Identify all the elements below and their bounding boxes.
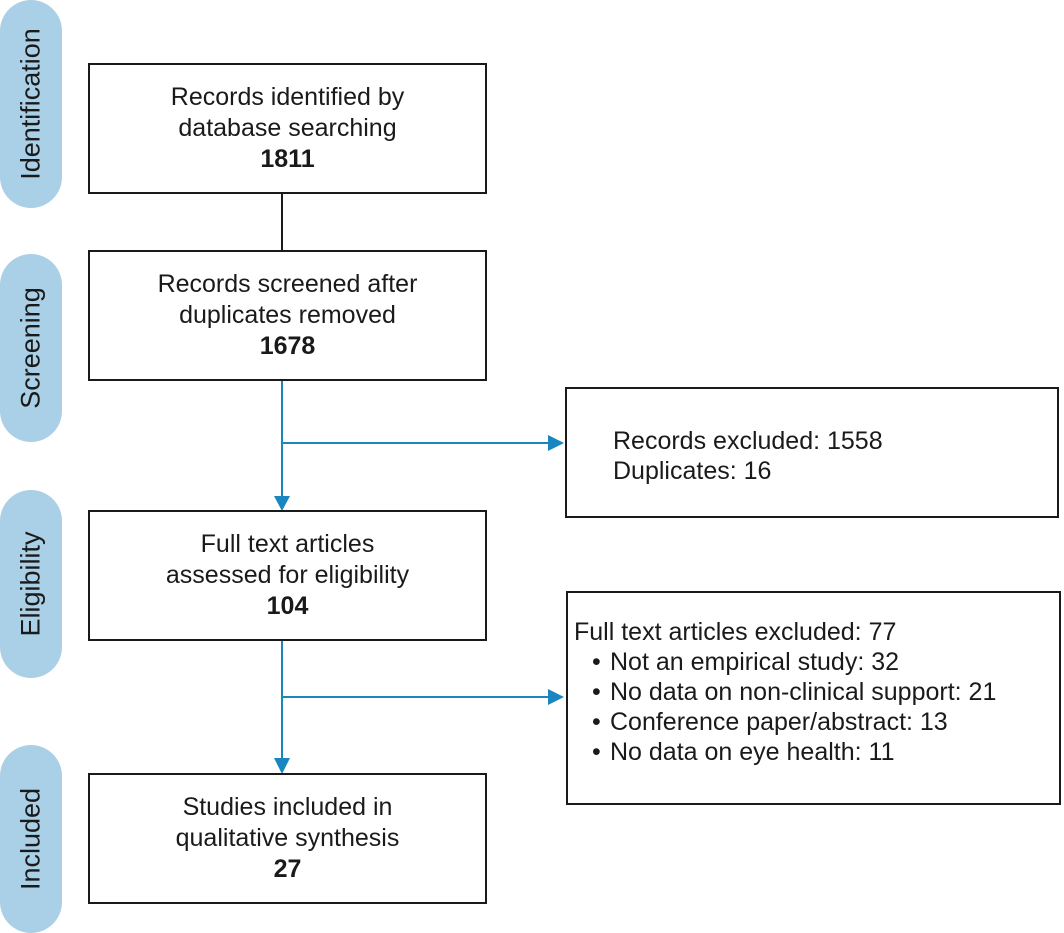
arrowhead-down-eligibility — [274, 496, 290, 511]
records-excluded-line: Records excluded: 1558 — [613, 427, 883, 455]
studies-included-box: Studies included in qualitative synthesi… — [88, 773, 487, 904]
box-line: Records identified by — [170, 83, 405, 111]
box-line: duplicates removed — [179, 301, 396, 329]
exclusion-reason-item: No data on non-clinical support: 21 — [592, 677, 1059, 707]
identified-records-box: Records identified by database searching… — [88, 63, 487, 194]
exclusion-reason-item: Not an empirical study: 32 — [592, 647, 1059, 677]
fulltext-assessed-box: Full text articles assessed for eligibil… — [88, 510, 487, 641]
records-excluded-box: Records excluded: 1558 Duplicates: 16 — [565, 387, 1059, 518]
box-line: Records screened after — [157, 270, 418, 298]
duplicates-line: Duplicates: 16 — [613, 457, 772, 485]
arrowhead-down-included — [274, 758, 290, 774]
stage-eligibility: Eligibility — [0, 490, 62, 678]
record-count: 27 — [273, 855, 302, 883]
fulltext-excluded-box: Full text articles excluded: 77 Not an e… — [566, 591, 1061, 805]
stage-screening: Screening — [0, 254, 62, 442]
exclusion-reason-item: Conference paper/abstract: 13 — [592, 707, 1059, 737]
box-line: qualitative synthesis — [175, 824, 400, 852]
record-count: 104 — [266, 592, 309, 620]
arrowhead-right-fulltext-excluded — [548, 689, 564, 705]
arrowhead-right-records-excluded — [548, 435, 564, 451]
box-line: database searching — [178, 114, 397, 142]
exclusion-reason-item: No data on eye health: 11 — [592, 737, 1059, 767]
box-line: Full text articles — [200, 530, 375, 558]
box-line: Studies included in — [182, 793, 393, 821]
fulltext-excluded-title: Full text articles excluded: 77 — [574, 618, 897, 646]
exclusion-reasons-list: Not an empirical study: 32 No data on no… — [592, 647, 1059, 767]
stage-included: Included — [0, 745, 62, 933]
record-count: 1678 — [259, 332, 316, 360]
record-count: 1811 — [260, 145, 315, 173]
box-line: assessed for eligibility — [165, 561, 410, 589]
stage-identification: Identification — [0, 0, 62, 208]
screened-records-box: Records screened after duplicates remove… — [88, 250, 487, 381]
